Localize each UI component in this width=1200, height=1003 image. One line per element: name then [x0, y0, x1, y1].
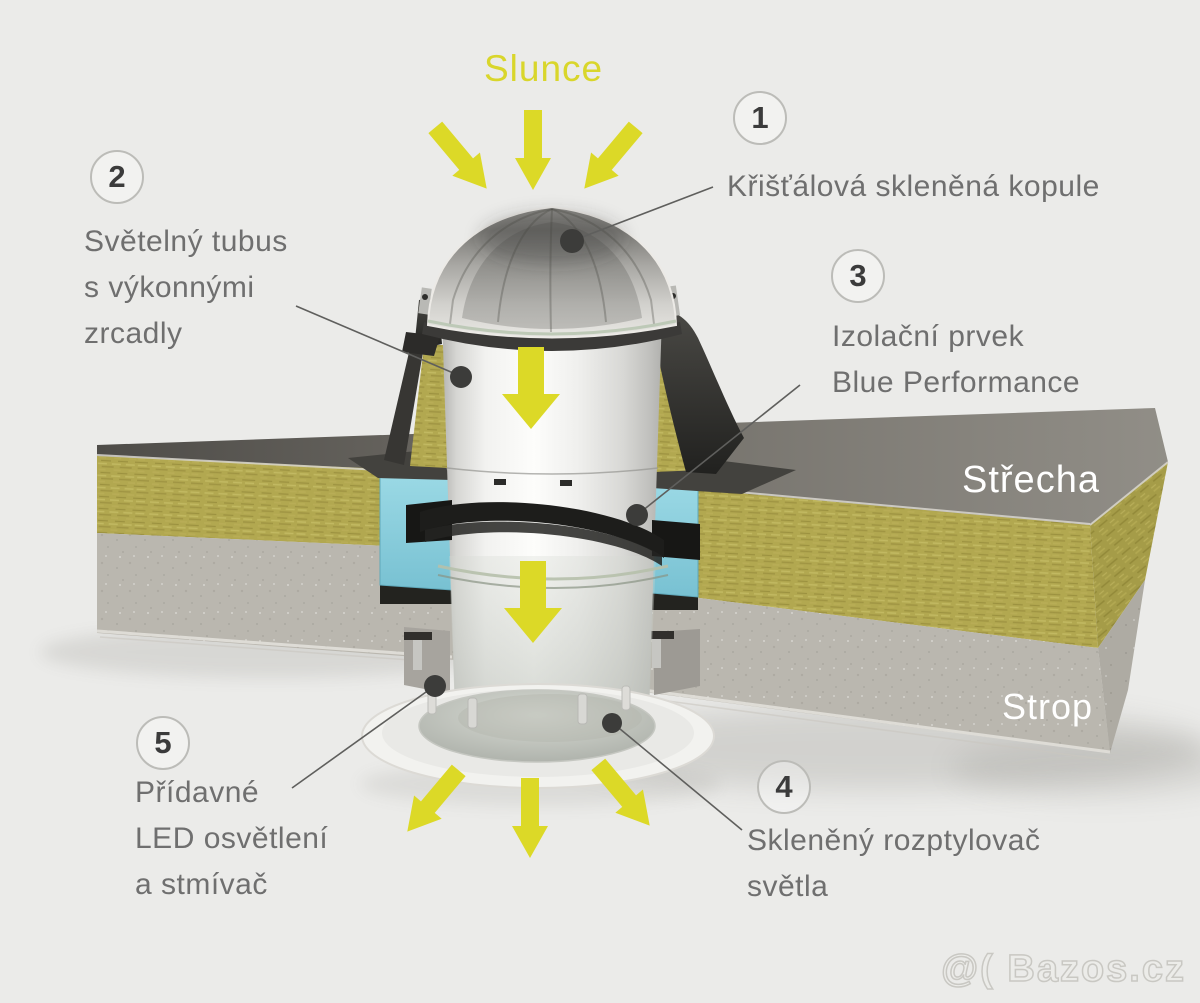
concrete-layer-right: [628, 589, 1110, 753]
leader-line-1: [571, 186, 714, 242]
sun-ray-arrow-right: [570, 115, 650, 201]
sun-ray-arrow-center: [515, 110, 551, 190]
concrete-layer-left: [97, 533, 455, 660]
ceiling-clip-left-bar: [404, 632, 432, 640]
leader-lines: [291, 186, 801, 831]
ceiling-cut-right: [654, 629, 700, 695]
tube-clip-4: [560, 480, 572, 486]
ceiling-clip-left: [413, 640, 422, 670]
dome-glass-edge: [427, 319, 677, 336]
tube-clip-3: [494, 479, 506, 485]
glass-plate-edge-2: [437, 574, 669, 589]
marker-dot-4: [602, 713, 622, 733]
bp-band-lower: [425, 521, 662, 566]
marker-dot-1: [560, 229, 584, 253]
diffuser-glass: [418, 689, 656, 763]
glass-dome-assembly: [422, 205, 682, 351]
leader-line-2: [295, 305, 459, 376]
flashing-skirt-left-lower: [384, 346, 424, 465]
leader-line-5: [291, 686, 434, 789]
diffuser-assembly: [361, 683, 715, 789]
ceiling-clip-right-bar: [646, 631, 674, 639]
ceiling-edge-shadow-line: [99, 636, 1109, 761]
dome-top-shade: [480, 212, 624, 264]
marker-dot-5: [424, 675, 446, 697]
leader-line-3: [636, 384, 801, 516]
flashing-skirt-right: [650, 310, 744, 474]
diffuser-pin-1: [467, 697, 478, 729]
concrete-end-face: [1098, 580, 1145, 753]
diffuser-pin-4: [621, 685, 631, 711]
bp-band-front: [420, 502, 664, 558]
diffuser-glass-reflection: [458, 694, 642, 742]
ceiling-edge-highlight: [96, 629, 1111, 754]
mineral-wool-end-face: [1090, 462, 1168, 648]
clamp-bolt-left: [422, 294, 428, 300]
bp-insulation-band: [406, 500, 700, 589]
marker-dot-3: [626, 504, 648, 526]
dome-clamp-left: [418, 287, 432, 315]
ceiling-clip-right: [652, 638, 661, 668]
marker-dot-2: [450, 366, 472, 388]
leader-line-4: [613, 723, 743, 831]
mineral-wool-layer-left: [97, 456, 455, 549]
marker-dots: [424, 229, 648, 733]
dome-meridians: [449, 208, 655, 333]
diffuser-pin-2: [577, 693, 588, 725]
flashing-bracket-left: [402, 332, 440, 356]
tube-seam-1: [446, 467, 659, 475]
wool-wedge-left: [410, 345, 448, 468]
sun-ray-arrow-left: [421, 115, 501, 201]
roof-assembly: [96, 408, 1169, 761]
glass-plate-edge-1: [437, 564, 669, 581]
dome-base-band: [422, 322, 682, 351]
mineral-wool-layer-right: [628, 483, 1098, 648]
